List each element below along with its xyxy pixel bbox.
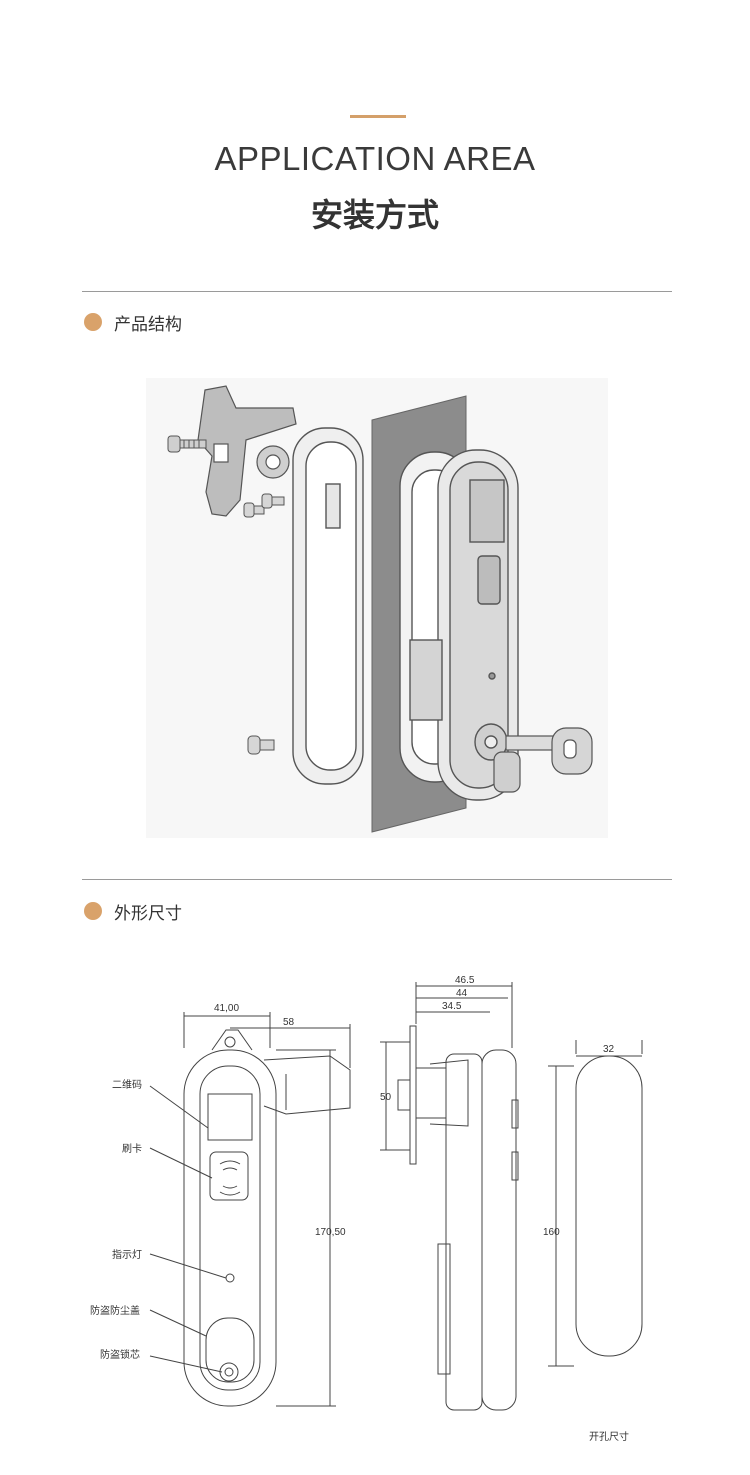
small-screws <box>243 493 285 755</box>
side-view <box>380 982 519 1411</box>
page-title-cn: 安装方式 <box>310 196 439 234</box>
section-dot-icon <box>84 902 102 920</box>
dim-front-width: 41,00 <box>214 1003 240 1014</box>
title-accent-bar <box>350 115 406 118</box>
dim-side-depth-2: 44 <box>456 988 468 999</box>
dim-front-height: 170,50 <box>315 1227 346 1238</box>
section-divider-dimensions <box>82 879 672 880</box>
label-qr-code: 二维码 <box>112 1080 142 1091</box>
dim-side-depth-3: 34.5 <box>442 1001 462 1012</box>
label-lock-core: 防盗锁芯 <box>100 1350 140 1361</box>
key <box>493 727 593 793</box>
dim-cutout-height: 160 <box>543 1227 560 1238</box>
cam-bracket <box>197 385 297 517</box>
cutout-view <box>548 1040 643 1367</box>
dim-front-handle: 58 <box>283 1017 295 1028</box>
front-view <box>149 1012 351 1407</box>
dim-side-bracket: 50 <box>380 1092 392 1103</box>
dim-side-depth-1: 46.5 <box>455 975 475 986</box>
page-title-en: APPLICATION AREA <box>214 140 536 177</box>
section-divider-structure <box>82 291 672 292</box>
label-dust-cover: 防盗防尘盖 <box>90 1306 140 1317</box>
label-card-swipe: 刷卡 <box>122 1144 142 1155</box>
gasket-frame <box>292 427 364 785</box>
bolt-screw <box>167 435 207 453</box>
section-title-structure: 产品结构 <box>114 315 182 335</box>
label-indicator-light: 指示灯 <box>112 1250 142 1261</box>
section-dot-icon <box>84 313 102 331</box>
handle-body <box>399 449 519 801</box>
dim-cutout-width: 32 <box>603 1044 615 1055</box>
cutout-caption: 开孔尺寸 <box>589 1432 629 1443</box>
section-title-dimensions: 外形尺寸 <box>114 904 182 924</box>
